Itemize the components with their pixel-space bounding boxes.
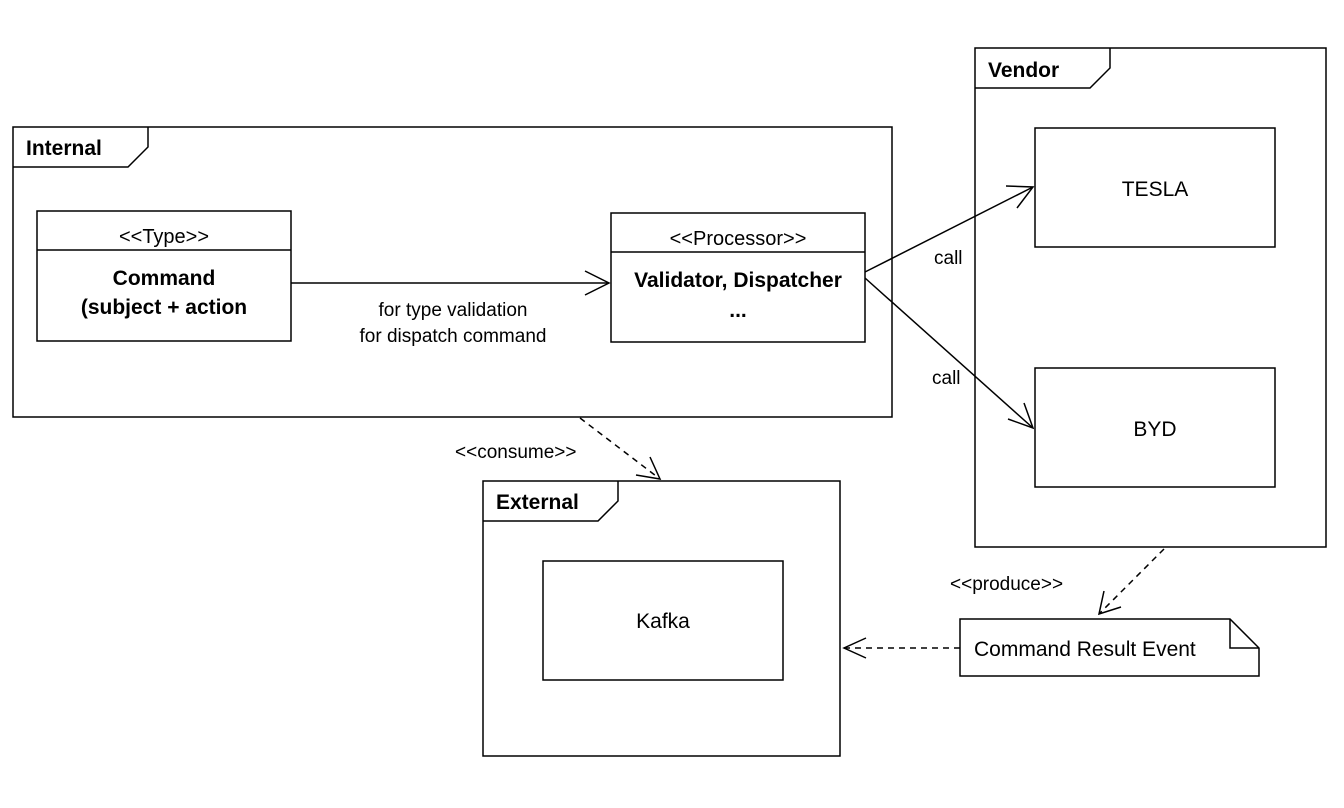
package-internal-title: Internal [26, 137, 102, 160]
note-label: Command Result Event [974, 638, 1196, 661]
component-byd-label: BYD [1133, 418, 1176, 441]
package-external[interactable]: External [482, 480, 841, 757]
class-command-stereotype: <<Type>> [119, 226, 209, 248]
package-external-title: External [496, 491, 579, 514]
edge-call-byd[interactable]: call [864, 277, 1035, 430]
component-kafka[interactable]: Kafka [542, 560, 784, 681]
edge-call-tesla-label: call [934, 248, 963, 269]
edge-consume-label: <<consume>> [455, 442, 576, 463]
edge-call-tesla[interactable]: call [864, 185, 1035, 273]
component-byd[interactable]: BYD [1034, 367, 1276, 488]
edge-validation-label-2: for dispatch command [360, 326, 547, 347]
edge-command-to-processor[interactable]: for type validation for dispatch command [291, 270, 611, 347]
class-processor[interactable]: <<Processor>> Validator, Dispatcher ... [610, 212, 866, 343]
edge-produce-label: <<produce>> [950, 574, 1063, 595]
component-kafka-label: Kafka [636, 610, 690, 633]
class-command-detail: (subject + action [81, 296, 247, 319]
edge-call-byd-label: call [932, 368, 961, 389]
edge-event-to-external[interactable] [842, 637, 960, 659]
edge-validation-label-1: for type validation [379, 300, 528, 321]
note-command-result-event[interactable]: Command Result Event [959, 618, 1260, 677]
component-tesla[interactable]: TESLA [1034, 127, 1276, 248]
class-command-name: Command [113, 267, 216, 290]
edge-produce[interactable]: <<produce>> [950, 548, 1165, 616]
edge-consume[interactable]: <<consume>> [455, 417, 662, 480]
component-tesla-label: TESLA [1122, 178, 1189, 201]
package-vendor[interactable]: Vendor [974, 47, 1327, 548]
package-vendor-title: Vendor [988, 59, 1059, 82]
class-processor-name: Validator, Dispatcher [634, 269, 842, 292]
package-internal[interactable]: Internal [12, 126, 893, 418]
class-processor-ellipsis: ... [729, 299, 747, 322]
class-processor-stereotype: <<Processor>> [670, 228, 807, 250]
class-command[interactable]: <<Type>> Command (subject + action [36, 210, 292, 342]
